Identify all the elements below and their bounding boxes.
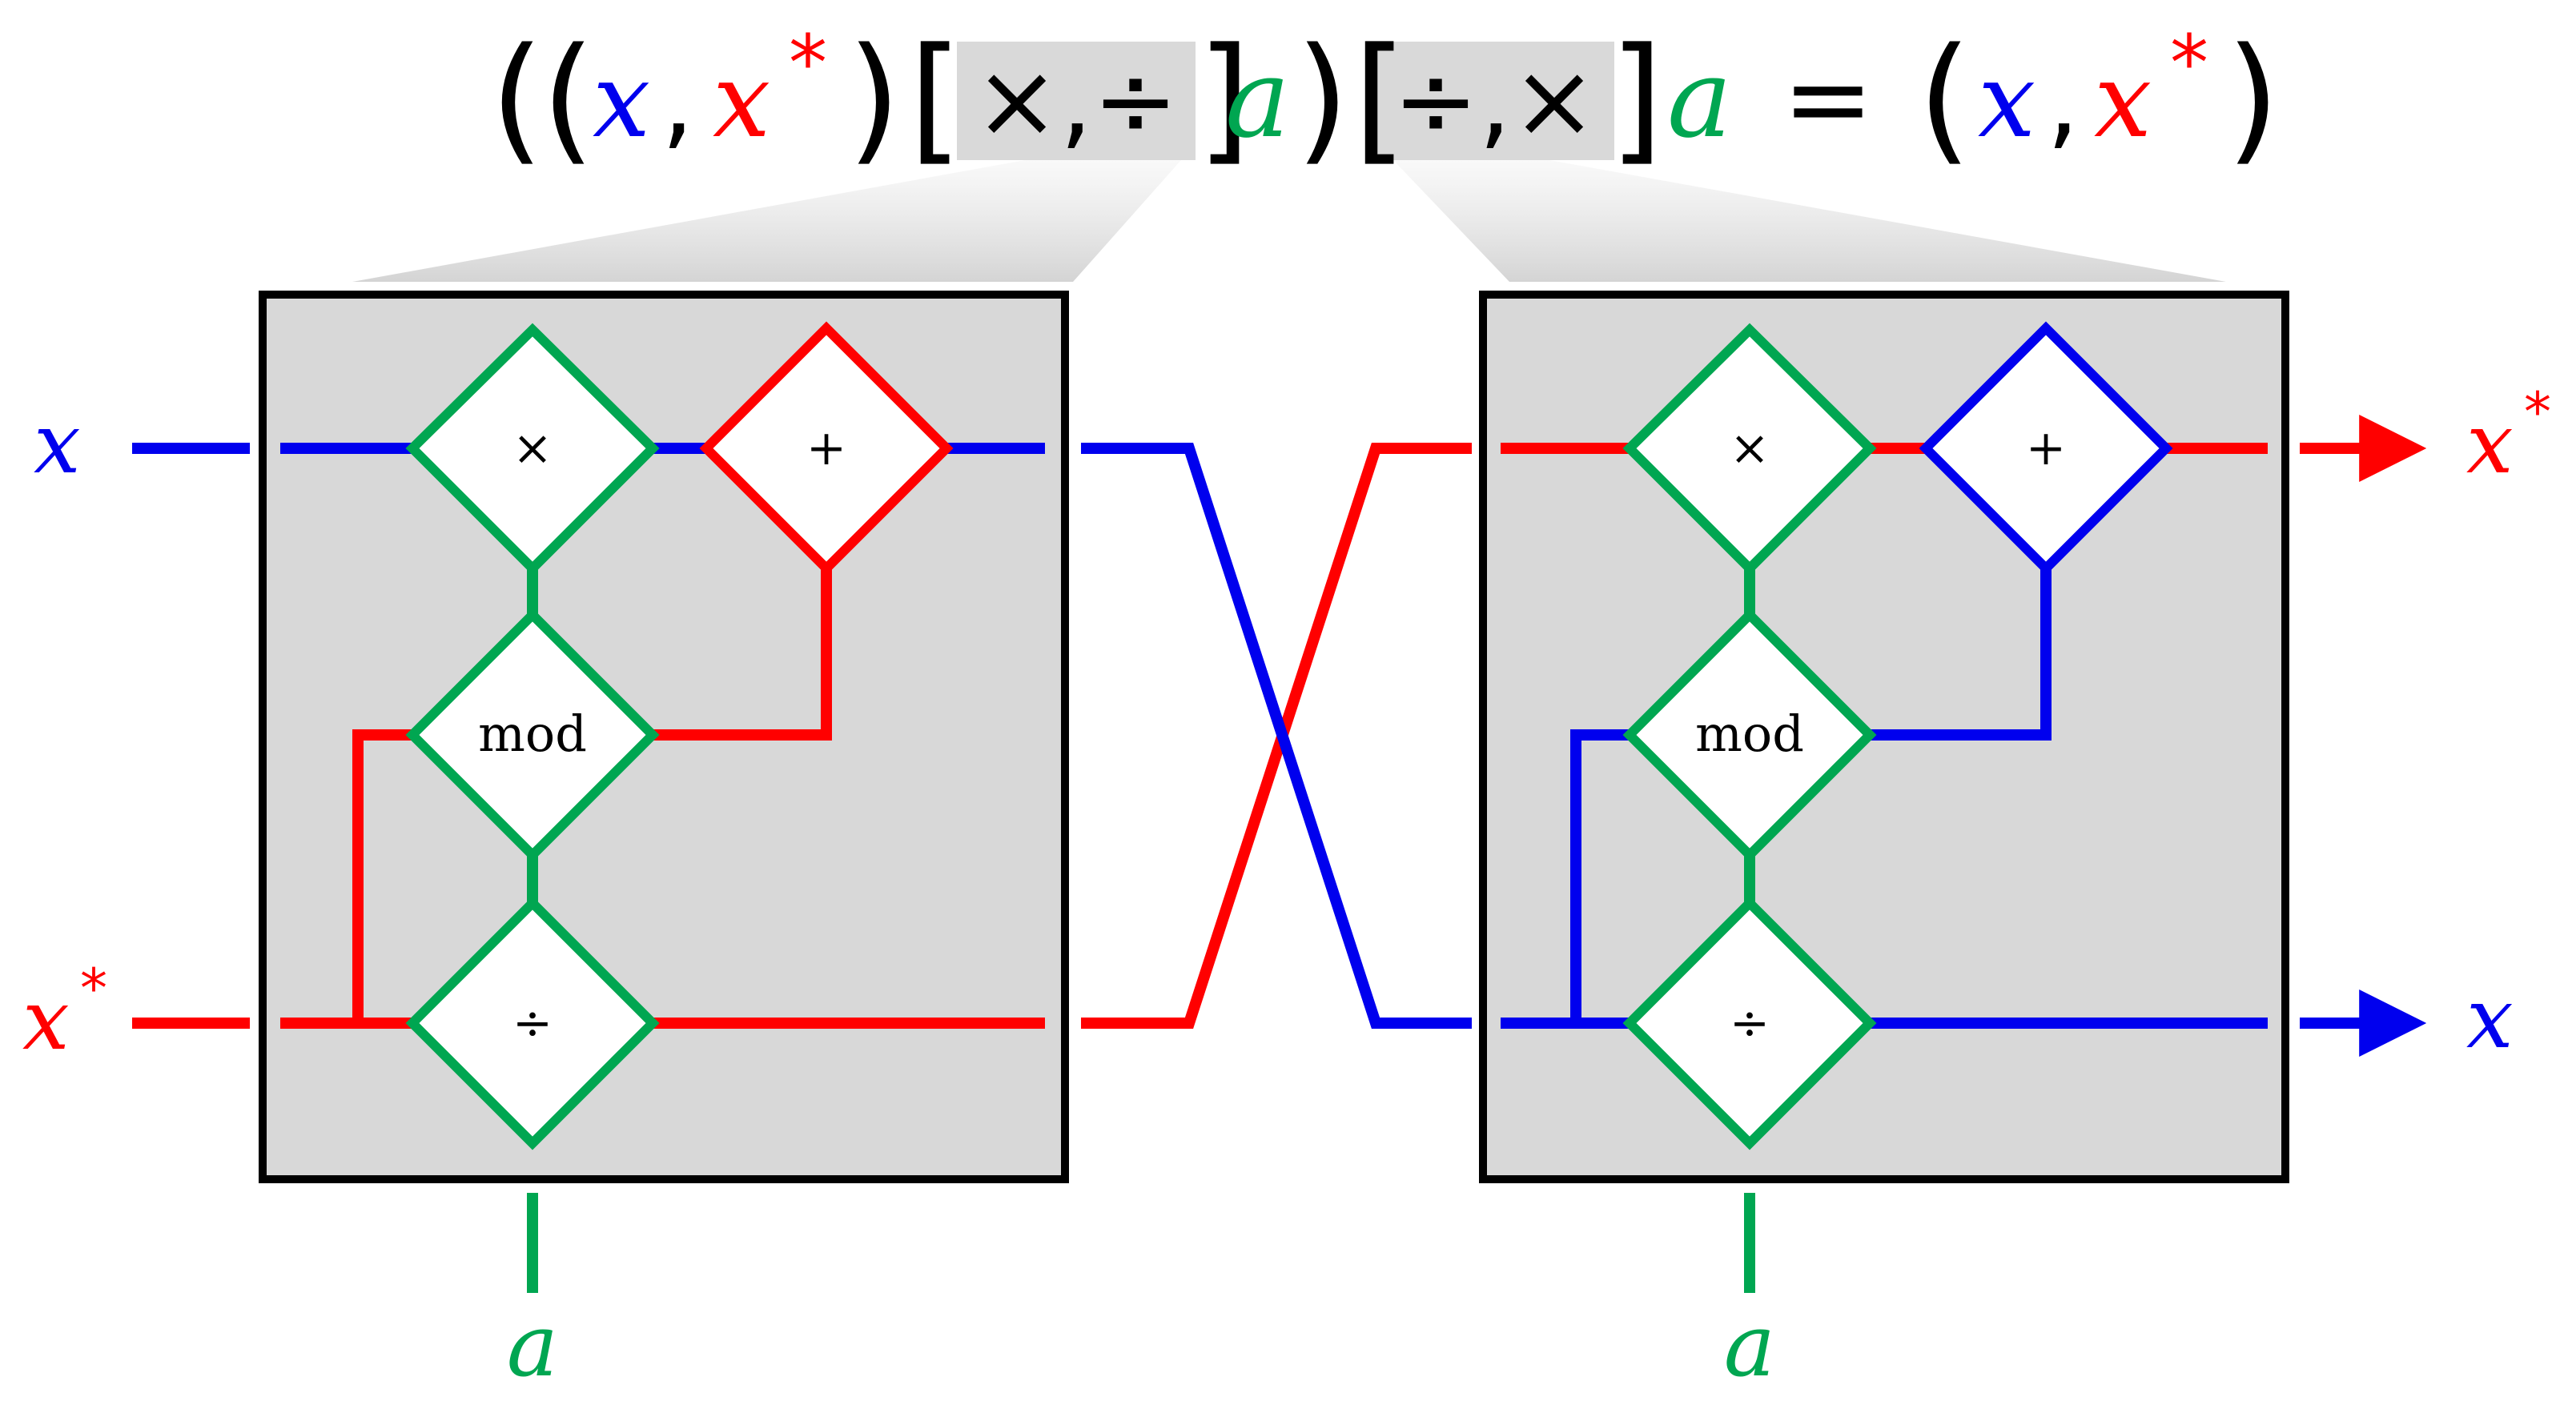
equation-inner-open: ( <box>541 18 595 179</box>
equation-bracket-2-close: ] <box>1609 18 1663 179</box>
equation-rhs-star: * <box>2170 18 2208 108</box>
a-right-label: a <box>1724 1296 1775 1396</box>
equation-rhs-close: ) <box>2226 18 2280 179</box>
zoom-cone-left <box>352 160 1181 282</box>
right-plus-node: + <box>1919 321 2173 576</box>
equation-x-star: x <box>713 42 770 161</box>
left-mod-to-plus <box>653 568 832 741</box>
left-divide-node: ÷ <box>405 896 660 1150</box>
zoom-cone-right <box>1393 160 2226 282</box>
right-x-feedback <box>1570 729 1630 1023</box>
output-x-label: x <box>2466 969 2514 1067</box>
equation-star: * <box>789 18 827 108</box>
equation: ( ( x , x * ) [ ×,÷ ] a ) [ ÷,× ] a = ( … <box>490 18 2280 179</box>
equation-bracket-2-open: [ <box>1353 18 1407 179</box>
equation-outer-close: ) <box>1296 18 1349 179</box>
right-times-symbol: × <box>1730 420 1770 476</box>
output-x-star-label: x <box>2466 395 2514 492</box>
left-mod-node: mod <box>405 608 660 862</box>
input-x-star-label: x <box>22 971 70 1069</box>
equation-comma-1: , <box>661 42 694 161</box>
external-wires <box>132 415 2427 1293</box>
equation-rhs-comma: , <box>2047 42 2080 161</box>
swap-blue-wire <box>1081 443 1472 1029</box>
equation-bracket-1-open: [ <box>909 18 962 179</box>
input-x-label: x <box>34 395 81 492</box>
equation-op-2: ÷,× <box>1392 42 1597 161</box>
right-divide-node: ÷ <box>1622 896 1877 1150</box>
equation-x: x <box>593 42 650 161</box>
right-divide-symbol: ÷ <box>1730 995 1770 1051</box>
a-left-label: a <box>507 1296 558 1396</box>
right-plus-symbol: + <box>2026 420 2066 476</box>
swap-red-wire <box>1081 443 1472 1029</box>
input-x-star-sup: * <box>80 957 107 1021</box>
right-block: × + mod ÷ <box>1479 291 2289 1183</box>
equation-rhs-x: x <box>1978 42 2035 161</box>
left-mod-label: mod <box>478 704 587 763</box>
right-mod-node: mod <box>1622 608 1877 862</box>
output-x-star-sup: * <box>2524 381 2551 444</box>
left-plus-symbol: + <box>806 420 846 476</box>
equation-op-1: ×,÷ <box>974 42 1178 161</box>
left-xstar-feedback <box>352 729 412 1023</box>
equation-a-1: a <box>1225 36 1290 163</box>
equation-bracket-1-close: ] <box>1197 18 1251 179</box>
equation-rhs-x-star: x <box>2094 42 2152 161</box>
equation-outer-open: ( <box>490 18 544 179</box>
equation-equals: = <box>1782 36 1874 163</box>
left-divide-symbol: ÷ <box>512 995 553 1051</box>
op1-highlight <box>957 42 1196 160</box>
left-times-node: × <box>405 323 660 576</box>
equation-inner-close: ) <box>847 18 901 179</box>
left-plus-node: + <box>699 321 954 576</box>
wire-labels: x x * x * x a a <box>22 381 2551 1396</box>
right-mod-to-plus <box>1870 568 2052 741</box>
right-times-node: × <box>1622 323 1877 576</box>
equation-rhs-open: ( <box>1918 18 1971 179</box>
left-times-symbol: × <box>512 420 553 476</box>
equation-a-2: a <box>1667 36 1732 163</box>
left-block: × + mod ÷ <box>259 291 1069 1183</box>
op2-highlight <box>1376 42 1614 160</box>
right-mod-label: mod <box>1695 704 1804 763</box>
